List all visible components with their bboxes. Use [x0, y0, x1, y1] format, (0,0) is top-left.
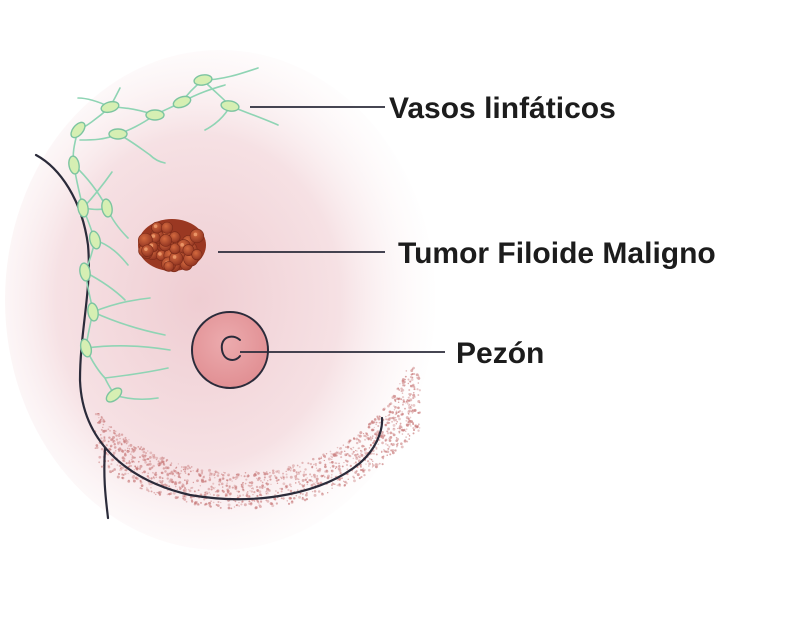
nipple-icon	[191, 311, 269, 389]
lymph-nodes	[68, 74, 240, 403]
lymph-node	[105, 387, 123, 403]
lymph-node	[101, 198, 113, 218]
label-nipple: Pezón	[456, 337, 544, 370]
lymph-node	[145, 109, 165, 121]
label-tumor: Tumor Filoide Maligno	[398, 237, 716, 270]
tumor-icon	[137, 219, 206, 273]
leader-lines	[218, 106, 445, 353]
lymph-node	[88, 230, 102, 250]
lymph-node	[193, 74, 213, 86]
lymph-node	[100, 100, 120, 114]
lymph-node	[77, 198, 89, 218]
lymph-node	[220, 100, 240, 112]
lymph-node	[108, 128, 128, 140]
lymph-node	[87, 302, 99, 322]
lymph-node	[79, 338, 93, 358]
breast-outline-icon	[34, 153, 384, 520]
lymph-node	[79, 262, 91, 282]
stipple-shading	[94, 356, 421, 510]
lymph-node	[68, 155, 80, 175]
label-lymph-vessels: Vasos linfáticos	[389, 92, 616, 125]
lymph-node	[70, 121, 86, 139]
lymph-node	[172, 95, 192, 109]
skin-glow	[5, 50, 435, 550]
